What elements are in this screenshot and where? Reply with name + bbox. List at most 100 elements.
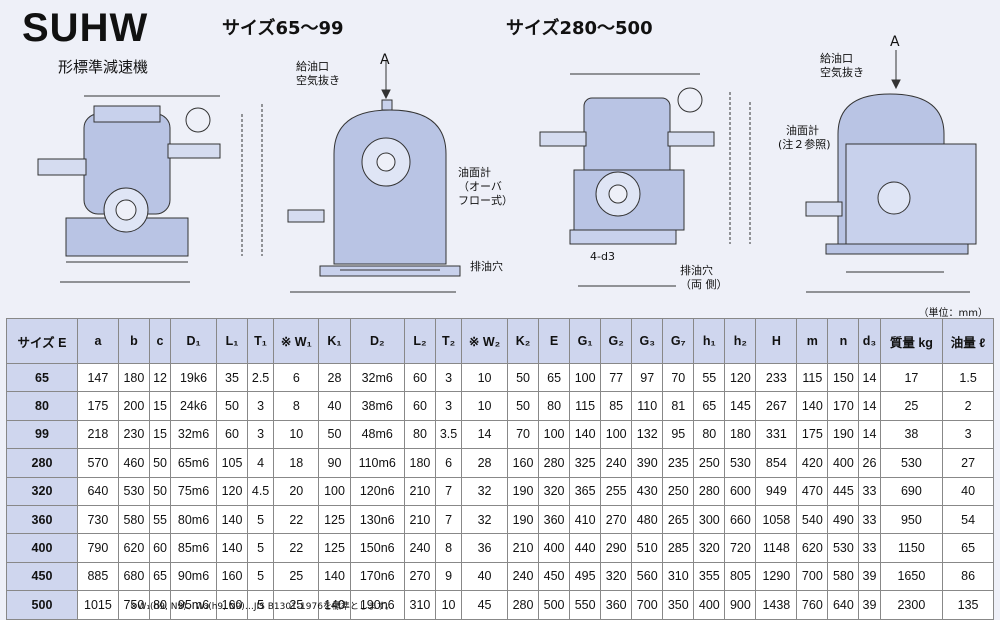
table-cell: 200: [117, 391, 150, 421]
table-cell: 490: [827, 504, 860, 535]
table-cell: 22: [273, 504, 320, 535]
unit-note: （単位：mm）: [918, 308, 988, 319]
table-cell: 1438: [755, 590, 798, 620]
table-cell: 218: [76, 419, 119, 450]
table-cell: 115: [569, 391, 602, 421]
table-cell: 15: [148, 419, 172, 450]
column-header: D₁: [170, 318, 217, 364]
table-cell: 285: [662, 533, 695, 563]
table-cell: 12: [148, 362, 172, 393]
table-cell: 35: [215, 362, 249, 393]
column-header: T₂: [434, 318, 463, 364]
table-cell: 125: [318, 533, 351, 563]
table-cell: 25: [879, 391, 944, 421]
table-cell: 280: [538, 448, 571, 478]
table-cell: 1150: [879, 533, 944, 563]
oil-port-right-2: 空気抜き: [820, 65, 864, 79]
table-cell: 430: [631, 476, 664, 506]
table-cell: 19k6: [170, 362, 217, 393]
table-cell: 80: [148, 590, 172, 620]
table-cell: 14: [858, 419, 881, 450]
reducer-drawings: 給油口 空気抜き A 油面計 （オーバ フロー式） 排油穴 4‐d3 排油穴 （…: [37, 34, 977, 293]
table-cell: 14: [858, 391, 881, 421]
column-header: H: [755, 318, 798, 364]
table-cell: 25: [273, 561, 320, 592]
arrow-a-label: A: [380, 52, 390, 68]
column-header: T₁: [247, 318, 275, 364]
table-cell: 180: [117, 362, 150, 393]
table-cell: 33: [858, 476, 881, 506]
oil-gauge-label-3: フロー式）: [458, 194, 513, 207]
table-cell: 60: [403, 362, 436, 393]
table-cell: 420: [796, 448, 829, 478]
row-size-cell: 80: [6, 391, 78, 421]
table-cell: 3: [434, 391, 463, 421]
table-cell: 45: [461, 590, 509, 620]
table-cell: 39: [858, 590, 881, 620]
oil-port-label-2: 空気抜き: [296, 73, 340, 87]
table-cell: 33: [858, 533, 881, 563]
table-cell: 100: [569, 362, 602, 393]
table-cell: 14: [858, 362, 881, 393]
footnote: ※W₁(h9, N9)、W₂(h9, N9)…JIS B1301-1976を標準…: [130, 602, 395, 612]
table-cell: 70: [662, 362, 695, 393]
table-cell: 60: [215, 419, 249, 450]
table-cell: 210: [403, 476, 436, 506]
arrow-a-label-right: A: [890, 34, 900, 50]
table-cell: 580: [117, 504, 150, 535]
table-cell: 640: [827, 590, 860, 620]
table-cell: 400: [827, 448, 860, 478]
table-cell: 60: [403, 391, 436, 421]
drain-label-right-1: 排油穴: [680, 263, 713, 277]
table-cell: 530: [724, 448, 757, 478]
column-header: a: [76, 318, 119, 364]
table-cell: 900: [724, 590, 757, 620]
table-cell: 39: [858, 561, 881, 592]
table-cell: 8: [434, 533, 463, 563]
table-cell: 50: [148, 476, 172, 506]
table-cell: 360: [600, 590, 633, 620]
table-cell: 440: [569, 533, 602, 563]
table-cell: 147: [76, 362, 119, 393]
table-cell: 250: [662, 476, 695, 506]
row-size-cell: 450: [6, 561, 78, 592]
column-header: h₁: [693, 318, 726, 364]
size-heading-large: サイズ280～500: [506, 18, 653, 39]
table-cell: 365: [569, 476, 602, 506]
table-cell: 40: [942, 476, 994, 506]
table-cell: 310: [403, 590, 436, 620]
table-cell: 550: [569, 590, 602, 620]
table-cell: 38: [879, 419, 944, 450]
column-header: G₁: [569, 318, 602, 364]
oil-port-label-1: 給油口: [296, 59, 329, 73]
table-cell: 50: [507, 391, 540, 421]
table-cell: 36: [461, 533, 509, 563]
table-cell: 2300: [879, 590, 944, 620]
table-cell: 1290: [755, 561, 798, 592]
table-cell: 233: [755, 362, 798, 393]
table-cell: 620: [796, 533, 829, 563]
table-cell: 20: [273, 476, 320, 506]
table-cell: 1650: [879, 561, 944, 592]
table-cell: 175: [796, 419, 829, 450]
table-cell: 790: [76, 533, 119, 563]
table-cell: 10: [273, 419, 320, 450]
holes-label: 4‐d3: [590, 250, 615, 263]
column-header: b: [117, 318, 150, 364]
column-header: h₂: [724, 318, 757, 364]
table-cell: 805: [724, 561, 757, 592]
column-header: G₂: [600, 318, 633, 364]
table-cell: 1015: [76, 590, 119, 620]
drawing-large-front: [539, 73, 751, 287]
table-cell: 310: [662, 561, 695, 592]
table-cell: 6: [273, 362, 320, 393]
table-cell: 55: [693, 362, 726, 393]
table-cell: 85: [600, 391, 633, 421]
table-cell: 80: [403, 419, 436, 450]
table-cell: 1148: [755, 533, 798, 563]
table-cell: 250: [693, 448, 726, 478]
